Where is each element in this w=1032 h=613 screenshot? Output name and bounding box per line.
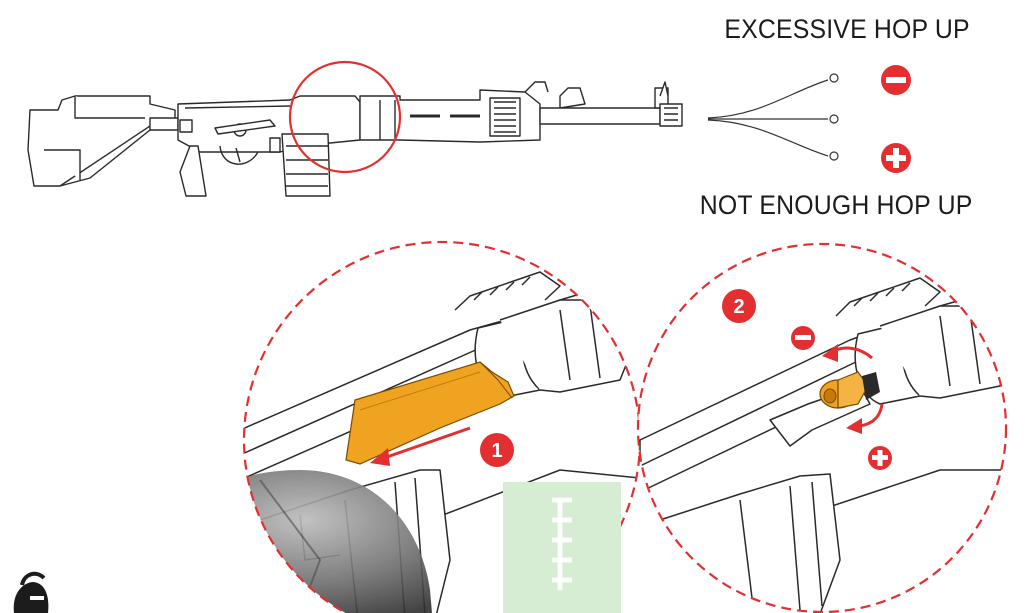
step-1-number: 1 [491,440,502,462]
plus-circle-icon [881,143,911,173]
bb-trajectory-diagram [707,73,839,161]
detail-view-step-2: 2 [636,242,1008,613]
brand-logo-icon [13,571,49,613]
excessive-hop-up-label: EXCESSIVE HOP UP [724,14,970,44]
hop-up-cover-part [345,361,515,465]
not-enough-hop-up-label: NOT ENOUGH HOP UP [699,190,972,220]
step-1-badge: 1 [480,433,514,467]
rifle-illustration [27,81,683,197]
step-2-badge: 2 [722,289,756,323]
minus-circle-icon [881,65,911,95]
slide-arrow [370,426,471,466]
minus-circle-icon [791,326,815,350]
watermark-block [503,482,621,613]
hop-up-dial [819,371,880,409]
step-2-number: 2 [733,296,744,318]
hop-up-location-callout [288,60,402,174]
plus-circle-icon [868,446,892,470]
detail-circle-2-border [636,242,1008,613]
